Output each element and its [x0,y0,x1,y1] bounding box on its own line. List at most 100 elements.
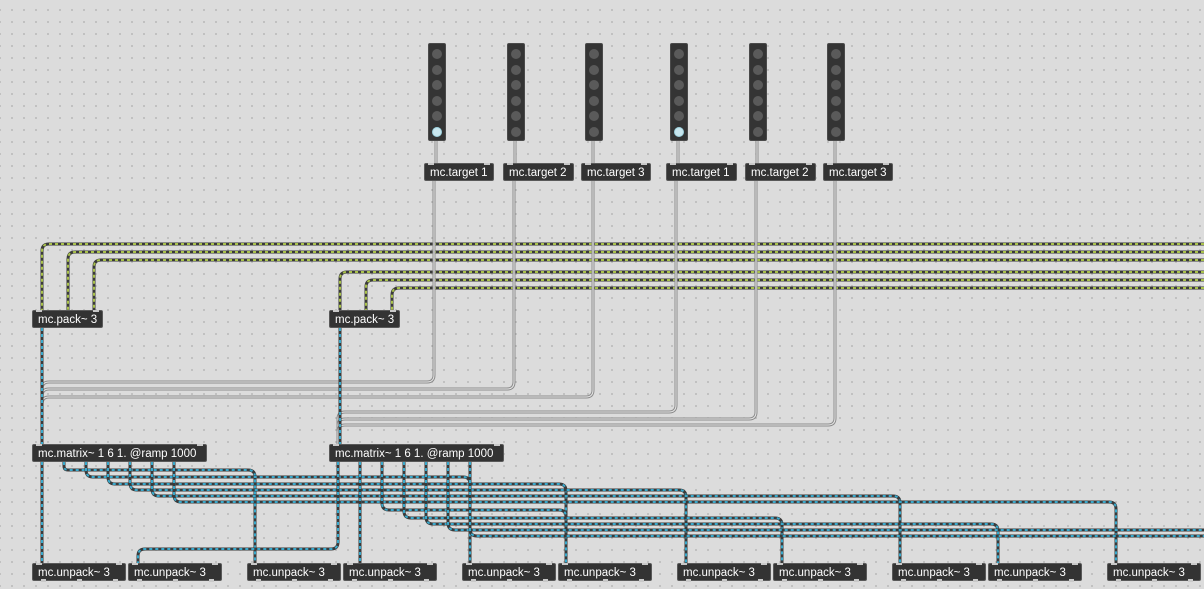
outlet-notch[interactable] [567,579,572,582]
slider-step-2 [753,64,763,75]
outlet-notch[interactable] [328,579,333,582]
slider-1[interactable] [428,43,446,141]
mc-target-object-6[interactable]: mc.target 3 [823,163,893,181]
outlet-notch[interactable] [388,579,393,582]
mc-unpack-object-8[interactable]: mc.unpack~ 3 [773,563,867,582]
slider-2[interactable] [507,43,525,141]
mc-cord-stripe[interactable] [391,287,1204,310]
mc-cord-stripe[interactable] [151,462,901,563]
object-label: mc.pack~ 3 [335,314,395,326]
outlet-notch[interactable] [256,579,261,582]
outlet-notch[interactable] [973,579,978,582]
mc-cord-stripe[interactable] [381,462,567,563]
outlet-notch[interactable] [639,579,644,582]
slider-step-3 [753,80,763,91]
mc-cord[interactable] [364,278,1204,310]
mc-unpack-object-10[interactable]: mc.unpack~ 3 [988,563,1082,582]
outlet-notch[interactable] [113,579,118,582]
message-cord-highlight[interactable] [337,181,836,444]
outlet-notch[interactable] [1069,579,1074,582]
outlet-notch[interactable] [722,579,727,582]
mc-cord[interactable] [136,462,340,563]
outlet-notch[interactable] [424,579,429,582]
mc-target-object-3[interactable]: mc.target 3 [581,163,651,181]
outlet-notch[interactable] [782,579,787,582]
outlet-notch[interactable] [1033,579,1038,582]
outlet-notch[interactable] [758,579,763,582]
message-cord-highlight[interactable] [337,181,677,444]
outlet-notch[interactable] [1152,579,1157,582]
message-cord-highlight[interactable] [337,181,757,444]
outlet-notch[interactable] [543,579,548,582]
mc-cord-stripe[interactable] [339,271,1204,310]
mc-matrix-object-1[interactable]: mc.matrix~ 1 6 1. @ramp 1000 [32,444,207,462]
slider-5[interactable] [749,43,767,141]
mc-cord-stripe[interactable] [469,462,1204,537]
outlet-notch[interactable] [173,579,178,582]
mc-pack-object-1[interactable]: mc.pack~ 3 [32,310,103,328]
message-cord[interactable] [40,181,595,444]
slider-6[interactable] [827,43,845,141]
outlet-notch[interactable] [41,579,46,582]
outlet-notch[interactable] [818,579,823,582]
mc-cord-stripe[interactable] [447,462,1204,531]
object-label: mc.unpack~ 3 [468,567,540,579]
outlet-notch[interactable] [1116,579,1121,582]
mc-unpack-object-1[interactable]: mc.unpack~ 3 [32,563,126,582]
mc-cord-stripe[interactable] [365,279,1204,310]
outlet-notch[interactable] [209,579,214,582]
message-cord[interactable] [336,181,837,444]
mc-target-object-1[interactable]: mc.target 1 [424,163,494,181]
message-cord[interactable] [336,181,758,444]
outlet-notch[interactable] [686,579,691,582]
object-label: mc.matrix~ 1 6 1. @ramp 1000 [335,448,494,460]
mc-unpack-object-11[interactable]: mc.unpack~ 3 [1107,563,1201,582]
mc-unpack-object-9[interactable]: mc.unpack~ 3 [892,563,986,582]
outlet-notch[interactable] [1188,579,1193,582]
outlet-notch[interactable] [507,579,512,582]
outlet-notch[interactable] [854,579,859,582]
mc-unpack-object-3[interactable]: mc.unpack~ 3 [247,563,341,582]
outlet-notch[interactable] [137,579,142,582]
mc-cord-stripe[interactable] [41,243,1204,310]
mc-unpack-object-2[interactable]: mc.unpack~ 3 [128,563,222,582]
slider-4[interactable] [670,43,688,141]
mc-cord[interactable] [338,270,1204,310]
mc-unpack-object-5[interactable]: mc.unpack~ 3 [462,563,556,582]
outlet-notch[interactable] [292,579,297,582]
mc-unpack-object-6[interactable]: mc.unpack~ 3 [558,563,652,582]
slider-3[interactable] [585,43,603,141]
mc-cord-stripe[interactable] [173,462,1117,563]
outlet-notch[interactable] [352,579,357,582]
message-cord-highlight[interactable] [41,181,515,444]
slider-step-3 [432,80,442,91]
mc-unpack-object-4[interactable]: mc.unpack~ 3 [343,563,437,582]
outlet-notch[interactable] [77,579,82,582]
object-label: mc.unpack~ 3 [994,567,1066,579]
mc-cord[interactable] [424,462,1000,563]
message-cord[interactable] [40,181,516,444]
mc-cord-stripe[interactable] [93,259,1204,310]
outlet-notch[interactable] [603,579,608,582]
mc-target-object-4[interactable]: mc.target 1 [666,163,737,181]
mc-cord-stripe[interactable] [67,251,1204,310]
mc-target-object-5[interactable]: mc.target 2 [745,163,816,181]
mc-pack-object-2[interactable]: mc.pack~ 3 [329,310,400,328]
mc-control-cords [40,242,1204,310]
mc-unpack-object-7[interactable]: mc.unpack~ 3 [677,563,771,582]
mc-cord[interactable] [40,242,1204,310]
outlet-notch[interactable] [937,579,942,582]
outlet-notch[interactable] [901,579,906,582]
mc-cord-stripe[interactable] [403,462,783,563]
mc-matrix-object-2[interactable]: mc.matrix~ 1 6 1. @ramp 1000 [329,444,504,462]
mc-cord[interactable] [92,258,1204,310]
slider-step-4 [432,95,442,106]
message-cord-highlight[interactable] [41,181,594,444]
slider-step-4 [674,95,684,106]
mc-target-object-2[interactable]: mc.target 2 [503,163,574,181]
outlet-notch[interactable] [997,579,1002,582]
mc-cord-stripe[interactable] [63,462,256,563]
mc-cord-stripe[interactable] [425,462,999,563]
outlet-notch[interactable] [471,579,476,582]
mc-cord-stripe[interactable] [129,462,687,563]
